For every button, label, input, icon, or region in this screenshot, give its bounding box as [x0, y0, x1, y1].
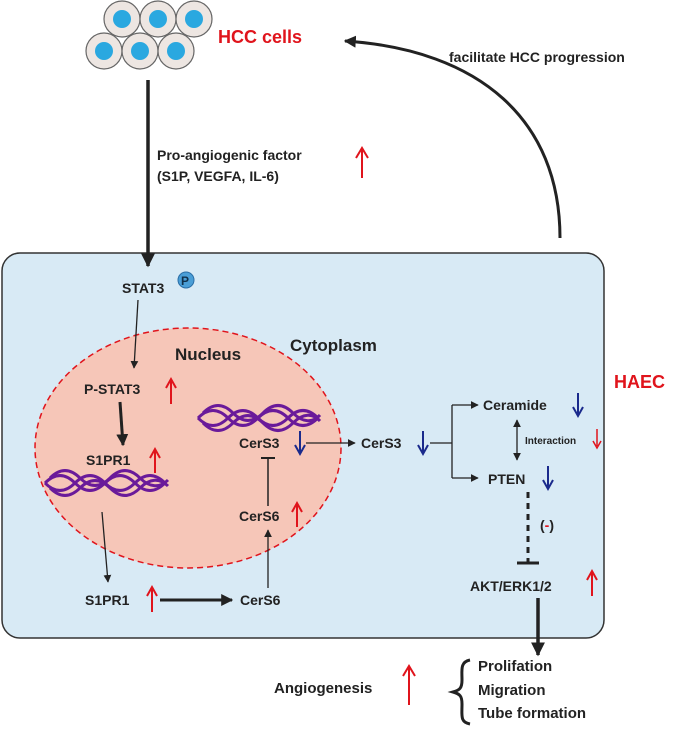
down-arrow-blue-icon — [542, 466, 554, 492]
nucleus — [34, 327, 342, 569]
facilitate-arrow — [343, 35, 562, 239]
negative-paren-open: ( — [540, 517, 545, 533]
nucleus-label: Nucleus — [175, 345, 241, 364]
outcome-tube-formation: Tube formation — [478, 705, 586, 722]
negative-regulation-label: (-) — [540, 517, 554, 533]
s1pr1-nucleus-label: S1PR1 — [86, 452, 131, 468]
cers3-branch-arrows — [430, 401, 479, 482]
outcome-proliferation: Prolifation — [478, 658, 552, 675]
interaction-label: Interaction — [525, 436, 576, 447]
outcomes-brace — [447, 658, 471, 726]
haec-label: HAEC — [614, 372, 665, 392]
ceramide-label: Ceramide — [483, 397, 547, 413]
akt-erk-label: AKT/ERK1/2 — [470, 578, 552, 594]
cers6-inhibits-cers3 — [261, 457, 275, 506]
cers6-nucleus-label: CerS6 — [239, 508, 280, 524]
pten-inhibits-akt — [517, 492, 539, 565]
hcc-cells-label: HCC cells — [218, 27, 302, 47]
up-arrow-red-icon — [291, 500, 303, 527]
s1pr1-translocation-arrow — [101, 511, 112, 583]
cers3-nucleus-label: CerS3 — [239, 435, 280, 451]
up-arrow-red-icon — [586, 568, 598, 596]
up-arrow-red-icon — [402, 664, 416, 705]
angiogenesis-label: Angiogenesis — [274, 680, 372, 697]
pstat3-label: P-STAT3 — [84, 381, 140, 397]
outcome-migration: Migration — [478, 682, 546, 699]
phospho-badge — [177, 271, 195, 289]
dna-helix-icon — [196, 404, 322, 432]
down-arrow-blue-icon — [572, 393, 584, 419]
facilitate-label: facilitate HCC progression — [449, 49, 625, 65]
pten-label: PTEN — [488, 471, 525, 487]
down-arrow-blue-icon — [294, 431, 306, 457]
up-arrow-red-icon — [146, 584, 158, 612]
cers6-cytoplasm-label: CerS6 — [240, 592, 281, 608]
pro-factor-line1: Pro-angiogenic factor — [157, 147, 302, 163]
phospho-label: P — [181, 274, 189, 288]
s1pr1-cytoplasm-label: S1PR1 — [85, 592, 130, 608]
up-arrow-red-icon — [149, 446, 161, 473]
pro-factor-line2: (S1P, VEGFA, IL-6) — [157, 168, 279, 184]
up-arrow-red-icon — [355, 146, 369, 178]
stat3-to-pstat3-arrow — [130, 299, 139, 369]
hcc-cell-cluster — [85, 0, 213, 70]
up-arrow-red-icon — [165, 376, 177, 404]
cers3-cytoplasm-label: CerS3 — [361, 435, 402, 451]
dna-helix-icon — [43, 469, 170, 497]
cytoplasm-label: Cytoplasm — [290, 336, 377, 355]
down-arrow-blue-icon — [417, 431, 429, 457]
down-arrow-red-icon — [592, 429, 602, 450]
stat3-label: STAT3 — [122, 280, 164, 296]
pstat3-to-s1pr1-arrow — [116, 401, 129, 447]
